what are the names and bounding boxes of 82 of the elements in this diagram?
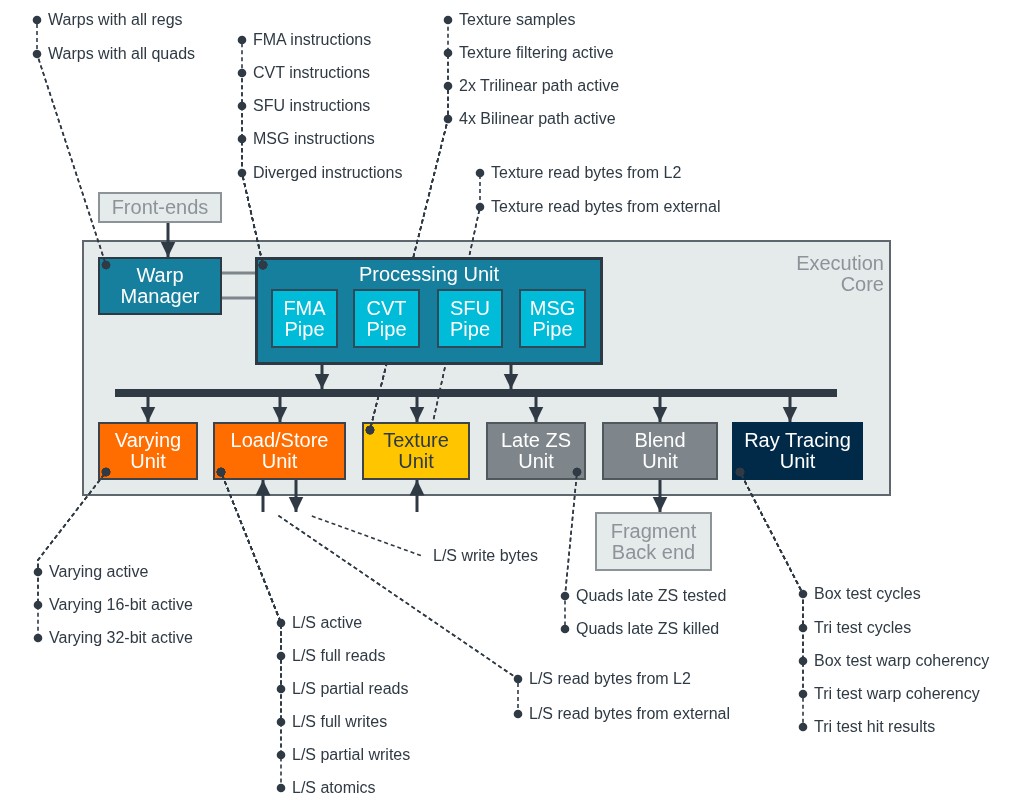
arrow xyxy=(652,397,668,422)
unit-label: Blend Unit xyxy=(633,430,687,472)
unit-box xyxy=(213,422,346,480)
pipe-label: FMA Pipe xyxy=(282,297,327,340)
counter-label: L/S read bytes from L2 xyxy=(521,670,691,688)
counter-label: L/S active xyxy=(284,614,363,632)
arrow xyxy=(140,397,156,422)
counter-label: CVT instructions xyxy=(245,64,371,82)
unit-label: Warp Manager xyxy=(119,265,201,307)
arrow xyxy=(528,397,544,422)
counter-label: FMA instructions xyxy=(245,31,372,49)
counter-label: L/S atomics xyxy=(284,779,376,797)
arrow xyxy=(288,480,304,512)
arrow xyxy=(409,397,425,422)
counter-label: Quads late ZS tested xyxy=(568,587,727,605)
counter-label: Box test cycles xyxy=(806,585,921,603)
unit-label: Varying Unit xyxy=(113,430,183,472)
counter-label: Varying 16-bit active xyxy=(41,596,193,614)
arrow xyxy=(314,365,330,389)
arrow xyxy=(409,480,425,512)
unit-box xyxy=(255,257,603,365)
stage-box xyxy=(98,192,222,223)
counter-label: Diverged instructions xyxy=(245,164,403,182)
pipe-box xyxy=(271,289,338,348)
counter-label: SFU instructions xyxy=(245,97,371,115)
counter-label: Box test warp coherency xyxy=(806,652,990,670)
counter-label: Tri test cycles xyxy=(806,619,912,637)
core-panel xyxy=(82,240,891,496)
counter-label: L/S partial writes xyxy=(284,746,411,764)
leader-line xyxy=(560,467,582,634)
connector-line xyxy=(222,271,255,275)
counter-label: MSG instructions xyxy=(245,130,375,148)
counter-label: L/S write bytes xyxy=(425,547,538,565)
unit-label: Ray Tracing Unit xyxy=(743,430,852,472)
counter-label: 4x Bilinear path active xyxy=(451,110,616,128)
leader-line xyxy=(237,168,268,270)
unit-box xyxy=(98,422,198,480)
leader-line xyxy=(33,467,111,643)
unit-label: Late ZS Unit xyxy=(499,430,572,472)
unit-box xyxy=(732,422,863,480)
pipe-label: MSG Pipe xyxy=(528,297,577,340)
panel-title: Execution Core xyxy=(795,253,884,295)
counter-label: 2x Trilinear path active xyxy=(451,77,620,95)
arrow xyxy=(272,397,288,422)
counter-label: Warps with all quads xyxy=(40,45,196,63)
counter-label: L/S full writes xyxy=(284,713,388,731)
counter-label: L/S read bytes from external xyxy=(521,705,730,723)
pipe-box xyxy=(519,289,586,348)
connector-line xyxy=(222,296,255,300)
arrow xyxy=(652,480,668,512)
counter-label: Warps with all regs xyxy=(40,11,183,29)
unit-box xyxy=(98,257,222,315)
counter-label: Texture read bytes from external xyxy=(483,198,721,216)
counter-label: Quads late ZS killed xyxy=(568,620,720,638)
unit-label: Texture Unit xyxy=(382,430,450,472)
stage-label: Fragment Back end xyxy=(609,520,698,563)
counter-label: Tri test warp coherency xyxy=(806,685,980,703)
arrow xyxy=(160,223,176,257)
unit-title: Processing Unit xyxy=(357,264,501,285)
unit-box xyxy=(486,422,586,480)
pipe-box xyxy=(353,289,420,348)
bus-bar xyxy=(115,389,837,397)
counter-label: Texture samples xyxy=(451,11,576,29)
counter-label: Texture read bytes from L2 xyxy=(483,164,682,182)
arrow xyxy=(503,365,519,389)
stage-box xyxy=(595,512,712,571)
unit-box xyxy=(602,422,718,480)
counter-label: Tri test hit results xyxy=(806,718,936,736)
arrow xyxy=(782,397,798,422)
leader-line xyxy=(275,513,523,719)
pipe-label: SFU Pipe xyxy=(449,297,491,340)
stage-label: Front-ends xyxy=(111,197,209,218)
counter-label: L/S full reads xyxy=(284,647,386,665)
counter-label: Texture filtering active xyxy=(451,44,614,62)
pipe-label: CVT Pipe xyxy=(365,297,408,340)
unit-box xyxy=(362,422,470,480)
arrow xyxy=(255,480,271,512)
counter-label: Varying 32-bit active xyxy=(41,629,193,647)
counter-label: Varying active xyxy=(41,563,149,581)
counter-label: L/S partial reads xyxy=(284,680,409,698)
unit-label: Load/Store Unit xyxy=(229,430,330,472)
pipe-box xyxy=(437,289,503,348)
